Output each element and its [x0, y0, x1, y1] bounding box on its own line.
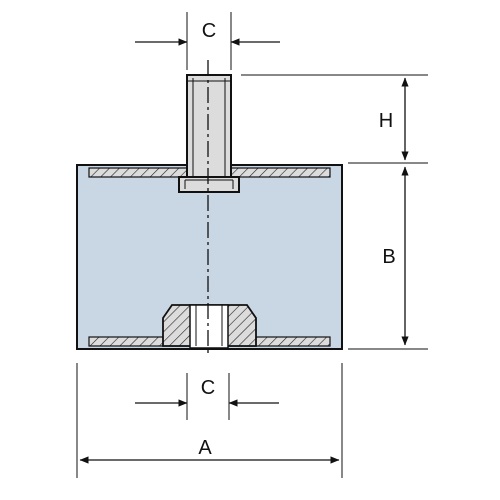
dim-c-bottom-label: C — [201, 377, 215, 399]
threaded-stud — [186, 74, 232, 181]
dim-c-top-label: C — [202, 20, 216, 42]
stud-head — [178, 176, 240, 193]
dim-a-label: A — [198, 437, 212, 459]
dim-b-label: B — [382, 246, 395, 268]
dim-h-label: H — [379, 110, 393, 132]
